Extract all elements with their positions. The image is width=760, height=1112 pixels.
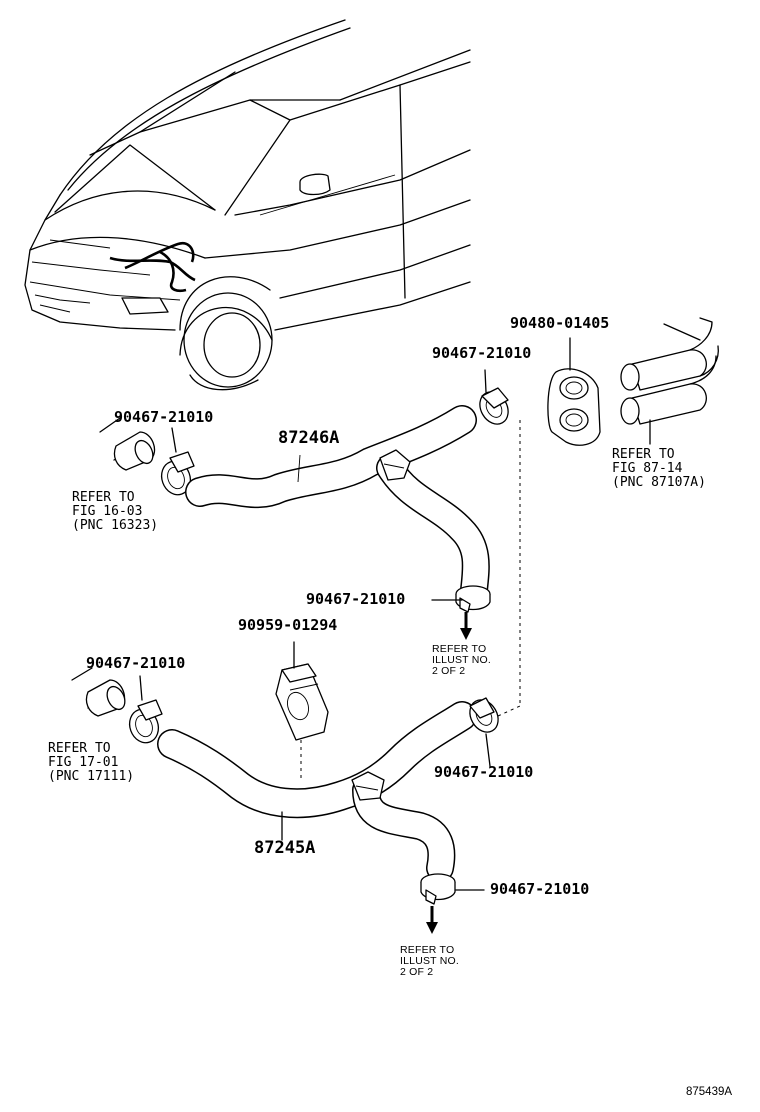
hose-clip — [275, 641, 329, 741]
ref-illust-upper-line2: ILLUST NO. — [432, 654, 491, 666]
label-clamp-upper-bottom: 90467-21010 — [306, 590, 406, 608]
clamp-lower-left — [128, 675, 163, 744]
ref-fig-17-01-line3: (PNC 17111) — [48, 769, 135, 784]
label-clamp-lower-left: 90467-21010 — [86, 654, 186, 672]
ref-illust-lower-line3: 2 OF 2 — [400, 966, 434, 978]
clamp-upper-bottom — [431, 585, 491, 613]
label-clip: 90959-01294 — [238, 616, 338, 634]
ref-fig-87-14: REFER TO FIG 87-14 (PNC 87107A) — [612, 448, 706, 490]
ref-fig-16-03-line3: (PNC 16323) — [72, 518, 159, 533]
ref-fig-87-14-line2: FIG 87-14 — [612, 461, 683, 476]
ref-fig-16-03: REFER TO FIG 16-03 (PNC 16323) — [72, 491, 158, 533]
label-clamp-upper-left: 90467-21010 — [114, 408, 214, 426]
ref-fig-16-03-line2: FIG 16-03 — [72, 504, 143, 519]
clamp-upper-right — [479, 369, 509, 425]
label-clamp-lower-bottom: 90467-21010 — [490, 880, 590, 898]
pipe-stub-upper-left — [99, 417, 156, 471]
ref-fig-17-01-line1: REFER TO — [48, 741, 111, 756]
ref-illust-upper-line1: REFER TO — [432, 643, 487, 655]
hose-lower — [157, 701, 477, 882]
ref-illust-lower-line2: ILLUST NO. — [400, 955, 459, 967]
arrow-lower — [426, 906, 438, 934]
clamp-lower-right — [469, 697, 499, 767]
ref-fig-87-14-line1: REFER TO — [612, 447, 675, 462]
dash-line-right-tail — [497, 705, 521, 717]
clamp-lower-bottom — [420, 873, 485, 905]
ref-fig-87-14-line3: (PNC 87107A) — [612, 475, 706, 490]
label-clamp-upper-right: 90467-21010 — [432, 344, 532, 362]
label-clamp-lower-right: 90467-21010 — [434, 763, 534, 781]
clamp-upper-left — [160, 427, 195, 496]
label-hose-upper: 87246A — [278, 428, 340, 448]
ref-fig-17-01-line2: FIG 17-01 — [48, 755, 119, 770]
label-grommet: 90480-01405 — [510, 314, 610, 332]
ref-illust-lower-line1: REFER TO — [400, 944, 455, 956]
arrow-upper — [460, 612, 472, 640]
ref-fig-17-01: REFER TO FIG 17-01 (PNC 17111) — [48, 742, 134, 784]
ref-illust-lower: REFER TO ILLUST NO. 2 OF 2 — [400, 945, 459, 978]
label-hose-lower: 87245A — [254, 838, 316, 858]
heater-pipes — [620, 317, 719, 445]
ref-illust-upper: REFER TO ILLUST NO. 2 OF 2 — [432, 644, 491, 677]
grommet — [547, 337, 601, 446]
ref-fig-16-03-line1: REFER TO — [72, 490, 135, 505]
hose-upper — [185, 405, 490, 604]
pipe-stub-lower-left — [71, 667, 126, 717]
figure-code: 875439A — [686, 1086, 733, 1098]
vehicle-illustration — [24, 19, 471, 391]
ref-illust-upper-line3: 2 OF 2 — [432, 665, 466, 677]
